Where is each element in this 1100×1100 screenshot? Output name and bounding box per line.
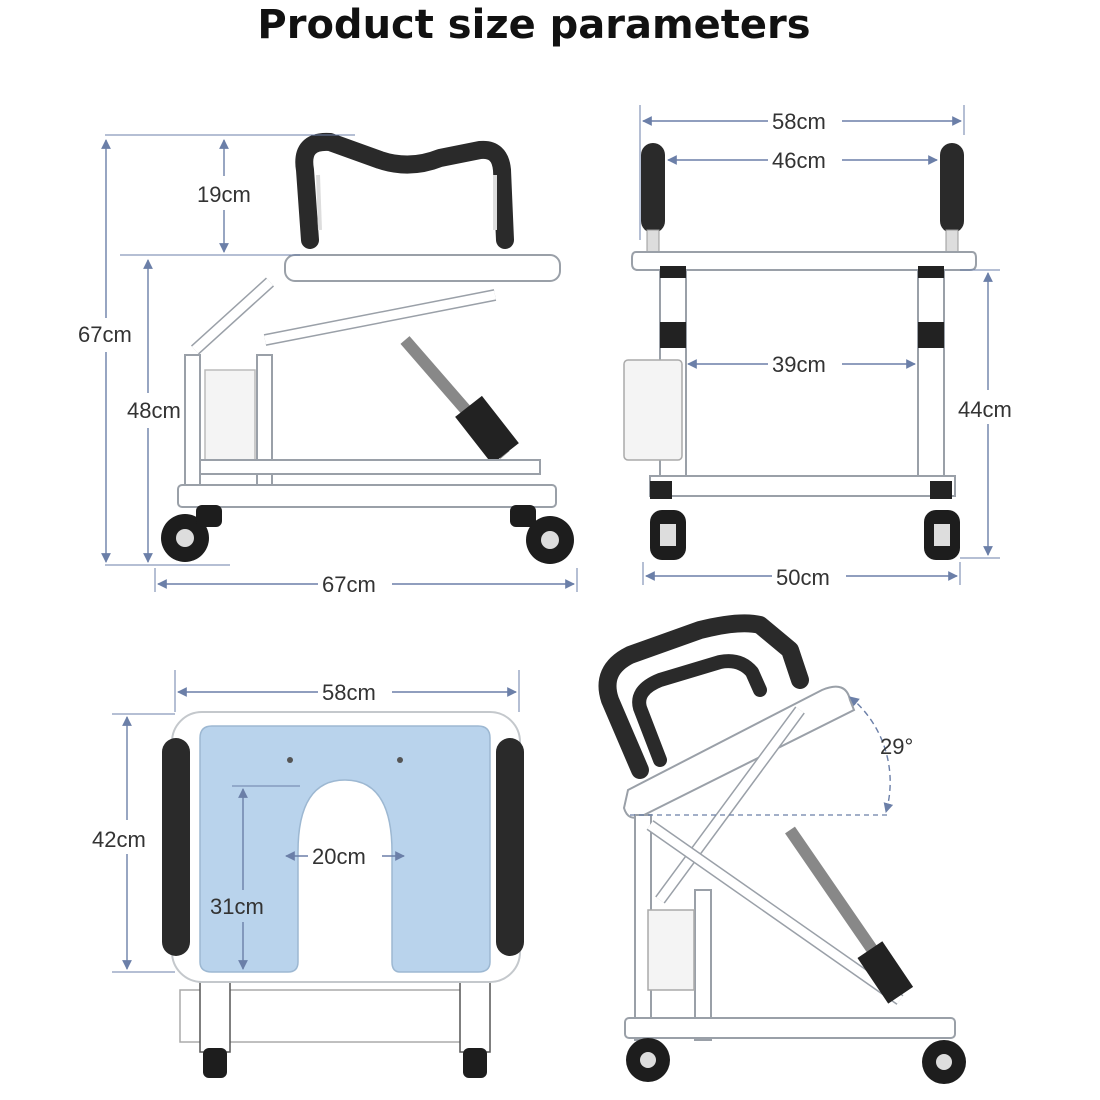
front-seat-height-label: 44cm [958, 397, 1012, 422]
front-base-width-label: 50cm [776, 565, 830, 590]
side-length-label: 67cm [322, 572, 376, 597]
page-title: Product size parameters [257, 2, 811, 48]
top-armrest-left [162, 738, 190, 956]
top-armrest-right [496, 738, 524, 956]
top-opening-depth-label: 31cm [210, 894, 264, 919]
front-view: 58cm 46cm 39cm 44cm 50cm [623, 105, 1012, 590]
side-handle [295, 132, 514, 249]
front-handle-right [940, 143, 964, 233]
front-width-outer-label: 58cm [772, 109, 826, 134]
tilted-handle [598, 614, 809, 779]
tilted-view: 29° [598, 614, 966, 1084]
side-view: 67cm 19cm 48cm 67cm [78, 132, 578, 597]
side-height-total-label: 67cm [78, 322, 132, 347]
front-handle-left [641, 143, 665, 233]
top-seat-pad [199, 725, 491, 973]
side-seat [284, 254, 561, 282]
front-control-box [623, 359, 683, 461]
front-leg-gap-label: 39cm [772, 352, 826, 377]
tilted-angle-label: 29° [880, 734, 913, 759]
top-opening-width-label: 20cm [312, 844, 366, 869]
front-width-inner-label: 46cm [772, 148, 826, 173]
top-view: 58cm 42cm 20cm 31cm [92, 670, 524, 1078]
top-width-label: 58cm [322, 680, 376, 705]
top-depth-label: 42cm [92, 827, 146, 852]
side-handle-height-label: 19cm [197, 182, 251, 207]
side-seat-height-label: 48cm [127, 398, 181, 423]
